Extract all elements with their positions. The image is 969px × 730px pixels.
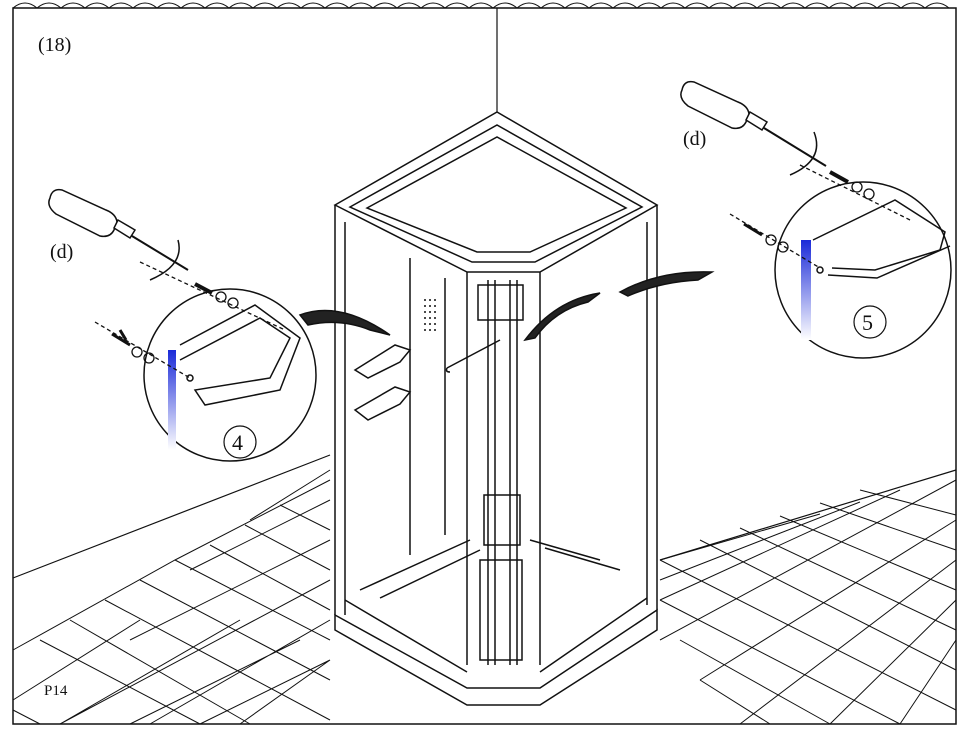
callout-number-left: 4 [232, 430, 243, 455]
callout-circles [223, 305, 887, 459]
top-scallop-border [12, 2, 950, 9]
page-frame [12, 7, 957, 725]
right-handle-detail [801, 199, 951, 340]
motion-arrows [298, 271, 715, 342]
floor-tiles [12, 469, 957, 725]
left-seat-detail [168, 304, 301, 450]
shower-enclosure [333, 111, 659, 706]
tool-label-left: (d) [50, 241, 74, 263]
page-number: P14 [44, 683, 68, 699]
left-detail-circle [143, 288, 317, 462]
right-screw-set [729, 164, 911, 269]
step-number-label: (18) [38, 34, 72, 56]
right-screwdriver-icon [680, 80, 827, 176]
installed-seats [353, 344, 412, 421]
callout-number-right: 5 [862, 310, 873, 335]
speaker-grille [424, 299, 436, 331]
tool-label-right: (d) [683, 128, 707, 150]
left-screwdriver-icon [48, 188, 189, 281]
left-screw-set [94, 261, 286, 379]
